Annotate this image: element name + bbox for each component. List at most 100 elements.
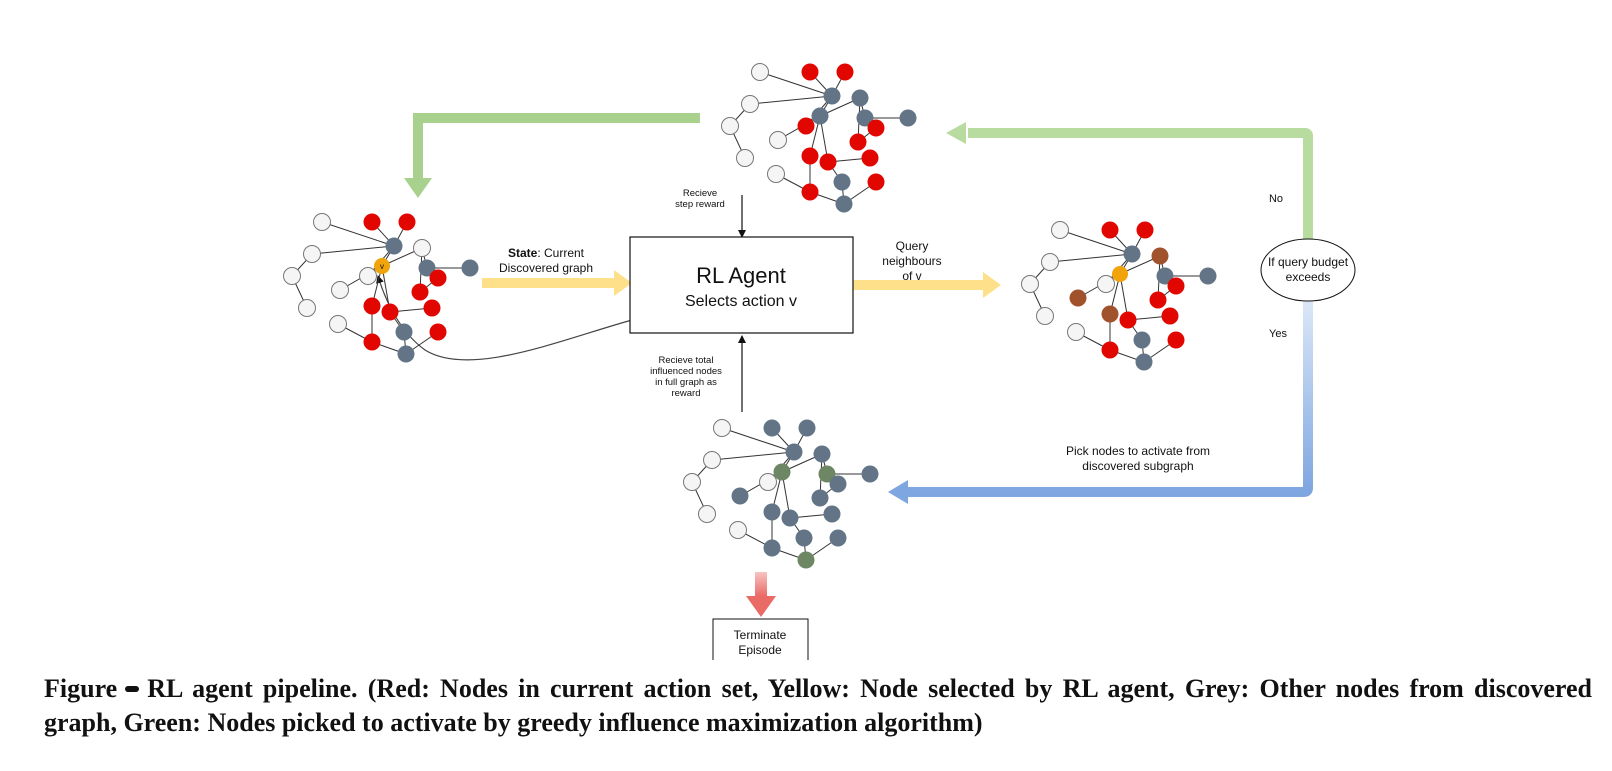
red-node (1119, 311, 1137, 329)
white-node (769, 131, 787, 149)
step-reward-line-1: Recieve (683, 188, 717, 199)
graph-edge (749, 95, 833, 105)
red-node (867, 173, 885, 191)
rl-agent-box: RL Agent Selects action v (629, 236, 854, 334)
white-node (413, 239, 431, 257)
selected-node (374, 258, 390, 274)
grey-node (418, 259, 436, 277)
grey-node (1199, 267, 1217, 285)
red-node (801, 147, 819, 165)
red-node (801, 183, 819, 201)
grey-node (1123, 245, 1141, 263)
graph-edge (321, 221, 395, 247)
white-node (703, 451, 721, 469)
decision-line-1: If query budget (1268, 255, 1349, 269)
white-node (729, 521, 747, 539)
white-node (721, 117, 739, 135)
white-node (331, 281, 349, 299)
red-node (411, 283, 429, 301)
white-node (751, 63, 769, 81)
green-node (797, 551, 815, 569)
grey-node (1156, 267, 1174, 285)
total-reward-line-4: reward (671, 388, 700, 399)
left-discovered-graph: v (283, 213, 479, 363)
grey-node (851, 89, 869, 107)
right-queried-graph (1021, 221, 1217, 371)
red-node (849, 133, 867, 151)
top-graph (721, 63, 917, 213)
red-node (429, 269, 447, 287)
white-node (736, 149, 754, 167)
graph-edge (711, 451, 795, 461)
terminate-line-1: Terminate (734, 628, 787, 642)
graph-edge (1059, 229, 1133, 255)
grey-node (856, 109, 874, 127)
decision-ellipse: If query budget exceeds (1260, 238, 1356, 302)
grey-node (829, 529, 847, 547)
grey-node (763, 539, 781, 557)
grey-node (385, 237, 403, 255)
brown-node (1069, 289, 1087, 307)
grey-node (731, 487, 749, 505)
pick-line-1: Pick nodes to activate from (1066, 444, 1210, 458)
graph-edge (1049, 253, 1133, 263)
white-node (303, 245, 321, 263)
decision-line-2: exceeds (1286, 270, 1331, 284)
selected-node-label: v (380, 262, 384, 271)
state-label-line-2: Discovered graph (499, 261, 593, 275)
grey-node (823, 87, 841, 105)
red-node (1149, 291, 1167, 309)
red-node (381, 303, 399, 321)
grey-node (1133, 331, 1151, 349)
graph-edge (311, 245, 395, 255)
red-node (1136, 221, 1154, 239)
grey-node (833, 173, 851, 191)
red-node (398, 213, 416, 231)
red-node (1161, 307, 1179, 325)
graph-edge (759, 71, 833, 97)
pick-line-2: discovered subgraph (1082, 459, 1193, 473)
red-node (363, 297, 381, 315)
white-node (1021, 275, 1039, 293)
red-node (801, 63, 819, 81)
rl-agent-subtitle: Selects action v (685, 293, 797, 310)
red-node (867, 119, 885, 137)
terminate-box: Terminate Episode (712, 618, 809, 660)
query-arrow (853, 272, 1001, 298)
grey-node (461, 259, 479, 277)
green-node (818, 465, 836, 483)
white-node (359, 267, 377, 285)
grey-node (861, 465, 879, 483)
red-node (819, 153, 837, 171)
query-line-1: Query (896, 239, 929, 253)
query-line-2: neighbours (882, 254, 941, 268)
white-node (1036, 307, 1054, 325)
white-node (329, 315, 347, 333)
grey-node (781, 509, 799, 527)
grey-node (763, 503, 781, 521)
caption-text: RL agent pipeline. (Red: Nodes in curren… (44, 674, 1592, 737)
green-feedback-arrow-left (404, 113, 700, 198)
grey-node (395, 323, 413, 341)
no-label: No (1269, 193, 1283, 205)
graph-edge (721, 427, 795, 453)
white-node (313, 213, 331, 231)
red-node (836, 63, 854, 81)
white-node (1051, 221, 1069, 239)
pipeline-diagram: RL Agent Selects action v If query budge… (283, 63, 1356, 660)
bottom-activation-graph (683, 419, 879, 569)
query-line-3: of v (902, 269, 921, 283)
grey-node (823, 505, 841, 523)
grey-node (798, 419, 816, 437)
state-label: State: Current (508, 246, 585, 260)
state-arrow (482, 270, 632, 296)
red-node (429, 323, 447, 341)
grey-node (1135, 353, 1153, 371)
grey-node (811, 107, 829, 125)
caption-label: Figure (44, 674, 118, 703)
grey-node (829, 475, 847, 493)
brown-node (1151, 247, 1169, 265)
white-node (1097, 275, 1115, 293)
white-node (683, 473, 701, 491)
